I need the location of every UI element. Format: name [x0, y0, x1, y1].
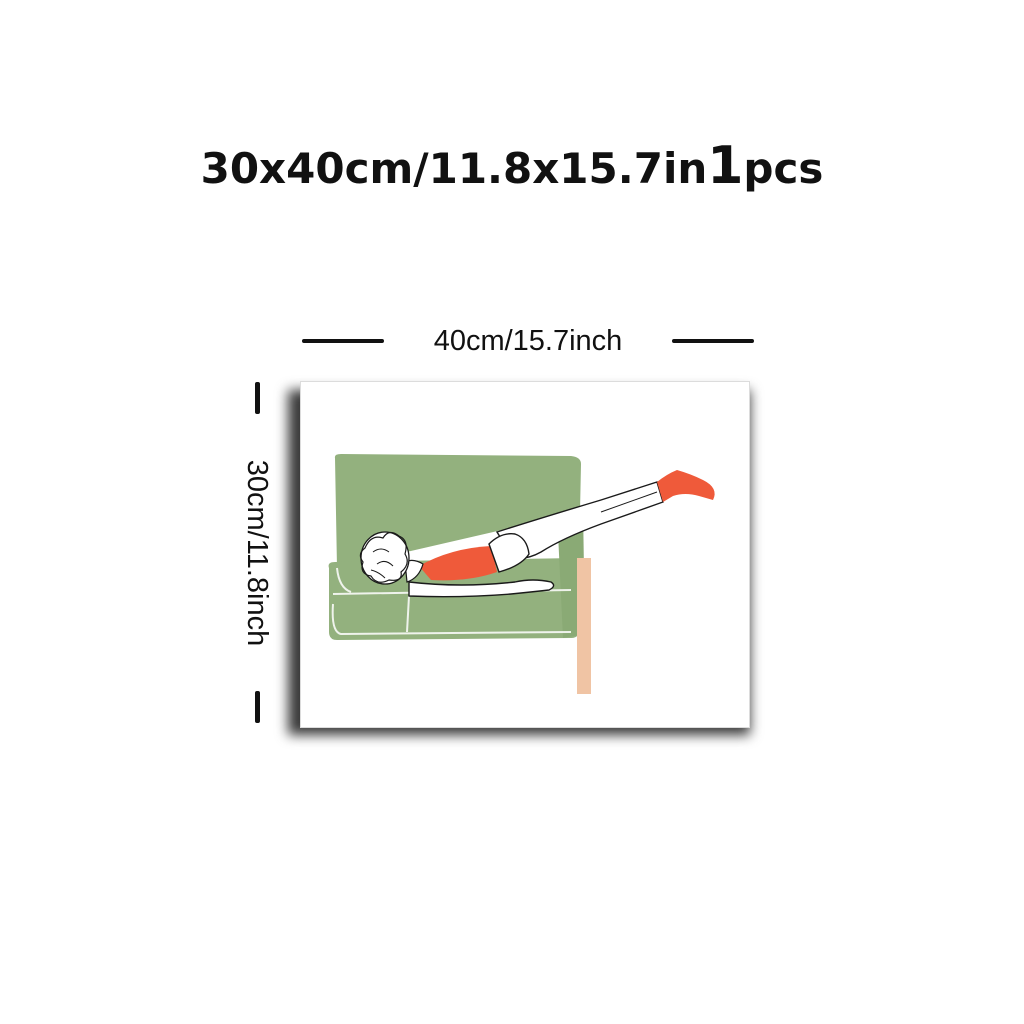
count-number: 1 [707, 136, 744, 196]
artwork-illustration [328, 454, 715, 694]
woman-top [419, 546, 497, 581]
height-line-bottom [255, 691, 260, 723]
woman-sock [657, 470, 715, 502]
woman-arm [408, 579, 555, 598]
width-line-right [672, 339, 754, 343]
size-text: 30x40cm/11.8x15.7in [200, 144, 708, 193]
width-dimension: 40cm/15.7inch [300, 320, 756, 364]
table-leg [577, 558, 591, 694]
width-label: 40cm/15.7inch [433, 325, 623, 357]
height-line-top [255, 382, 260, 414]
woman-leg-line [600, 491, 658, 513]
size-headline: 30x40cm/11.8x15.7in1pcs [0, 138, 1024, 198]
woman-head [359, 531, 410, 585]
woman-hips [488, 533, 530, 573]
width-line-left [302, 339, 384, 343]
sofa-seat-line [336, 567, 352, 593]
height-label: 30cm/11.8inch [241, 459, 273, 646]
canvas-print [300, 381, 750, 728]
woman-shoulder [404, 559, 424, 583]
count-unit: pcs [743, 144, 824, 193]
height-dimension: 30cm/11.8inch [232, 380, 282, 725]
woman-legs [495, 481, 664, 560]
